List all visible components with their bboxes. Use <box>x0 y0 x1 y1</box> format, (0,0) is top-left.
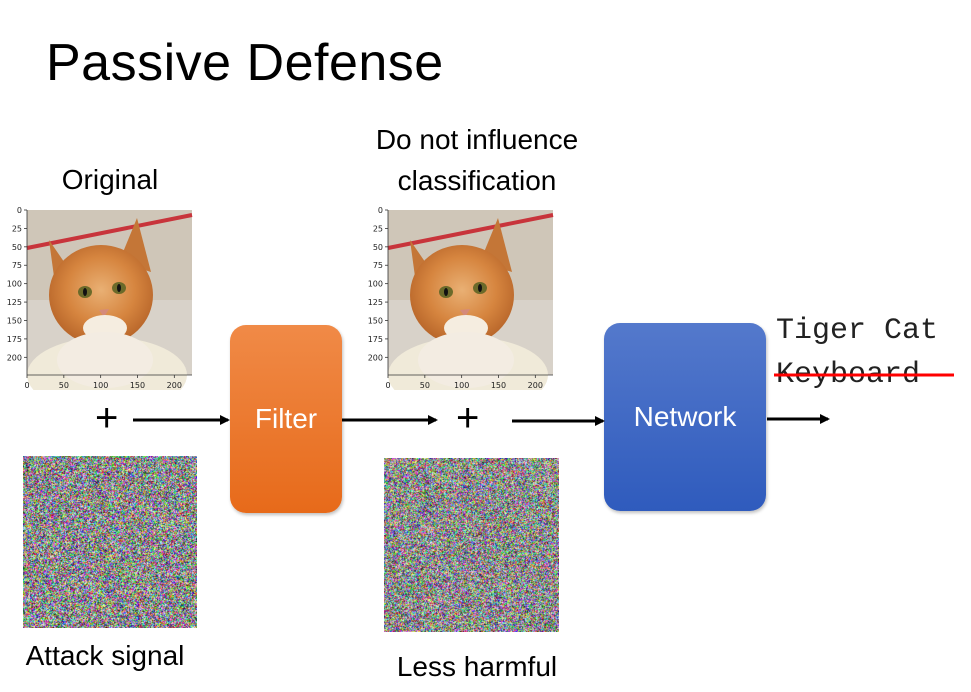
strike-through-line <box>774 370 956 380</box>
output-tiger-cat: Tiger Cat <box>776 314 938 348</box>
